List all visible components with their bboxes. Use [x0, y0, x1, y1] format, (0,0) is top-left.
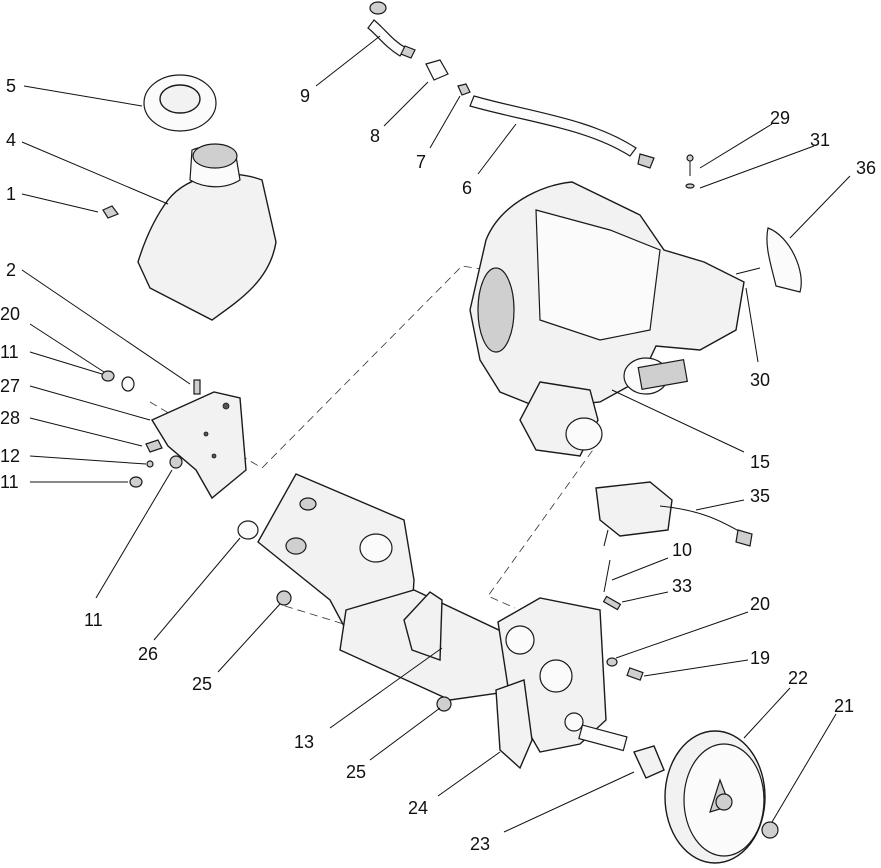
axle-shaft: [578, 724, 628, 752]
callout-20-right: 20: [750, 594, 770, 614]
engine-assembly: [469, 181, 761, 457]
spacer-and-nuts: [237, 520, 452, 712]
bracket-13: [403, 591, 443, 661]
fuel-tank-assembly: [102, 74, 277, 321]
right-fasteners: [602, 595, 644, 681]
callout-20-left: 20: [0, 304, 20, 324]
callout-6: 6: [462, 178, 472, 198]
callout-24: 24: [408, 798, 428, 818]
fuel-hose-long: [469, 95, 637, 157]
callout-11-bottom: 11: [84, 610, 103, 630]
frame-assembly: [257, 473, 607, 770]
callout-8: 8: [370, 126, 380, 146]
bracket-24: [495, 679, 533, 770]
cover-36: [766, 227, 802, 293]
callout-33: 33: [672, 576, 692, 596]
callout-22: 22: [788, 668, 808, 688]
callout-27: 27: [0, 376, 20, 396]
callout-2: 2: [6, 260, 16, 280]
callout-5: 5: [6, 76, 16, 96]
callout-9: 9: [300, 86, 310, 106]
hose-clamp-bottom: [637, 153, 655, 169]
callout-26: 26: [138, 644, 158, 664]
callout-35: 35: [750, 486, 770, 506]
callout-labels: 5 4 1 2 20 11 27 28 12 11 11 26 25 9 8 7…: [0, 76, 876, 854]
callout-13: 13: [294, 732, 314, 752]
callout-25-right: 25: [346, 762, 366, 782]
callout-29: 29: [770, 108, 790, 128]
bushing-23: [633, 745, 665, 779]
callout-19: 19: [750, 648, 770, 668]
left-fasteners: [101, 370, 183, 488]
wheel-assembly: [578, 724, 779, 864]
electric-starter-35: [595, 481, 753, 593]
clamp-9: [400, 45, 416, 59]
callout-36: 36: [856, 158, 876, 178]
callout-25-left: 25: [192, 674, 212, 694]
callout-10: 10: [672, 540, 692, 560]
hose-clamp-top: [369, 1, 387, 15]
nut-21: [761, 821, 779, 839]
mount-plate-27: [150, 379, 247, 500]
callout-30: 30: [750, 370, 770, 390]
callout-31: 31: [810, 130, 830, 150]
callout-11-upper: 11: [0, 342, 19, 362]
fuel-tank-body: [137, 173, 277, 321]
callout-23: 23: [470, 834, 490, 854]
callout-12: 12: [0, 446, 20, 466]
callout-11-lower: 11: [0, 472, 19, 492]
clamp-7: [457, 83, 471, 96]
fuel-line-parts: [367, 1, 655, 169]
callout-15: 15: [750, 452, 770, 472]
fuel-hose-short: [367, 19, 407, 57]
callout-7: 7: [416, 152, 426, 172]
callout-4: 4: [6, 130, 16, 150]
screw-29-washer-31: [685, 154, 695, 189]
callout-28: 28: [0, 408, 20, 428]
fuel-filter: [425, 59, 449, 81]
leader-lines: [21, 35, 851, 833]
callout-1: 1: [6, 184, 16, 204]
callout-21: 21: [834, 696, 854, 716]
